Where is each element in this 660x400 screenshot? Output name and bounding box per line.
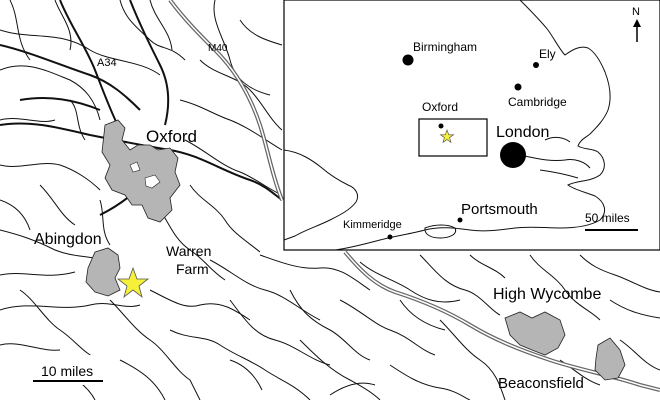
inset-label-portsmouth: Portsmouth [461, 201, 538, 218]
dot-birmingham [402, 54, 414, 66]
place-label-beaconsfield: Beaconsfield [498, 375, 584, 392]
inset-label-kimmeridge: Kimmeridge [343, 219, 402, 231]
oxford-holes [129, 161, 161, 189]
abingdon-urban-area [85, 247, 121, 297]
main-scale-label: 10 miles [41, 363, 93, 379]
m40-motorway [168, 0, 660, 392]
inset-map: Birmingham Ely Cambridge Oxford London P… [283, 0, 660, 251]
inset-site-star [439, 129, 455, 144]
inset-label-birmingham: Birmingham [413, 40, 477, 54]
inset-label-ely: Ely [539, 47, 556, 61]
main-scale-bar: 10 miles [0, 355, 108, 385]
place-label-high-wycombe: High Wycombe [493, 286, 601, 303]
urban-areas [85, 119, 626, 381]
dot-oxford [438, 123, 444, 129]
road-label-m40: M40 [208, 43, 228, 54]
north-label: N [632, 6, 640, 18]
place-label-warren-farm-1: Warren [166, 243, 211, 259]
dot-london [500, 142, 526, 168]
dot-portsmouth [457, 217, 463, 223]
warren-farm-site-star [116, 266, 150, 299]
inset-study-area-box [418, 118, 488, 157]
inset-coastline [283, 0, 611, 251]
dot-ely [533, 62, 539, 68]
oxford-urban-area [101, 119, 181, 223]
inset-scale-label: 50 miles [585, 211, 630, 225]
place-label-warren-farm-2: Farm [176, 261, 209, 277]
high-wycombe-urban-area [504, 311, 566, 356]
place-label-abingdon: Abingdon [34, 231, 102, 248]
place-label-oxford: Oxford [146, 127, 197, 146]
inset-label-oxford: Oxford [422, 100, 458, 114]
dot-kimmeridge [387, 234, 393, 240]
beaconsfield-urban-area [594, 337, 626, 381]
isle-of-wight [424, 224, 457, 239]
road-label-a34: A34 [97, 57, 117, 69]
inset-label-london: London [496, 124, 549, 141]
inset-label-cambridge: Cambridge [508, 95, 567, 109]
dot-cambridge [514, 83, 522, 91]
north-arrow-icon: N [632, 6, 641, 42]
